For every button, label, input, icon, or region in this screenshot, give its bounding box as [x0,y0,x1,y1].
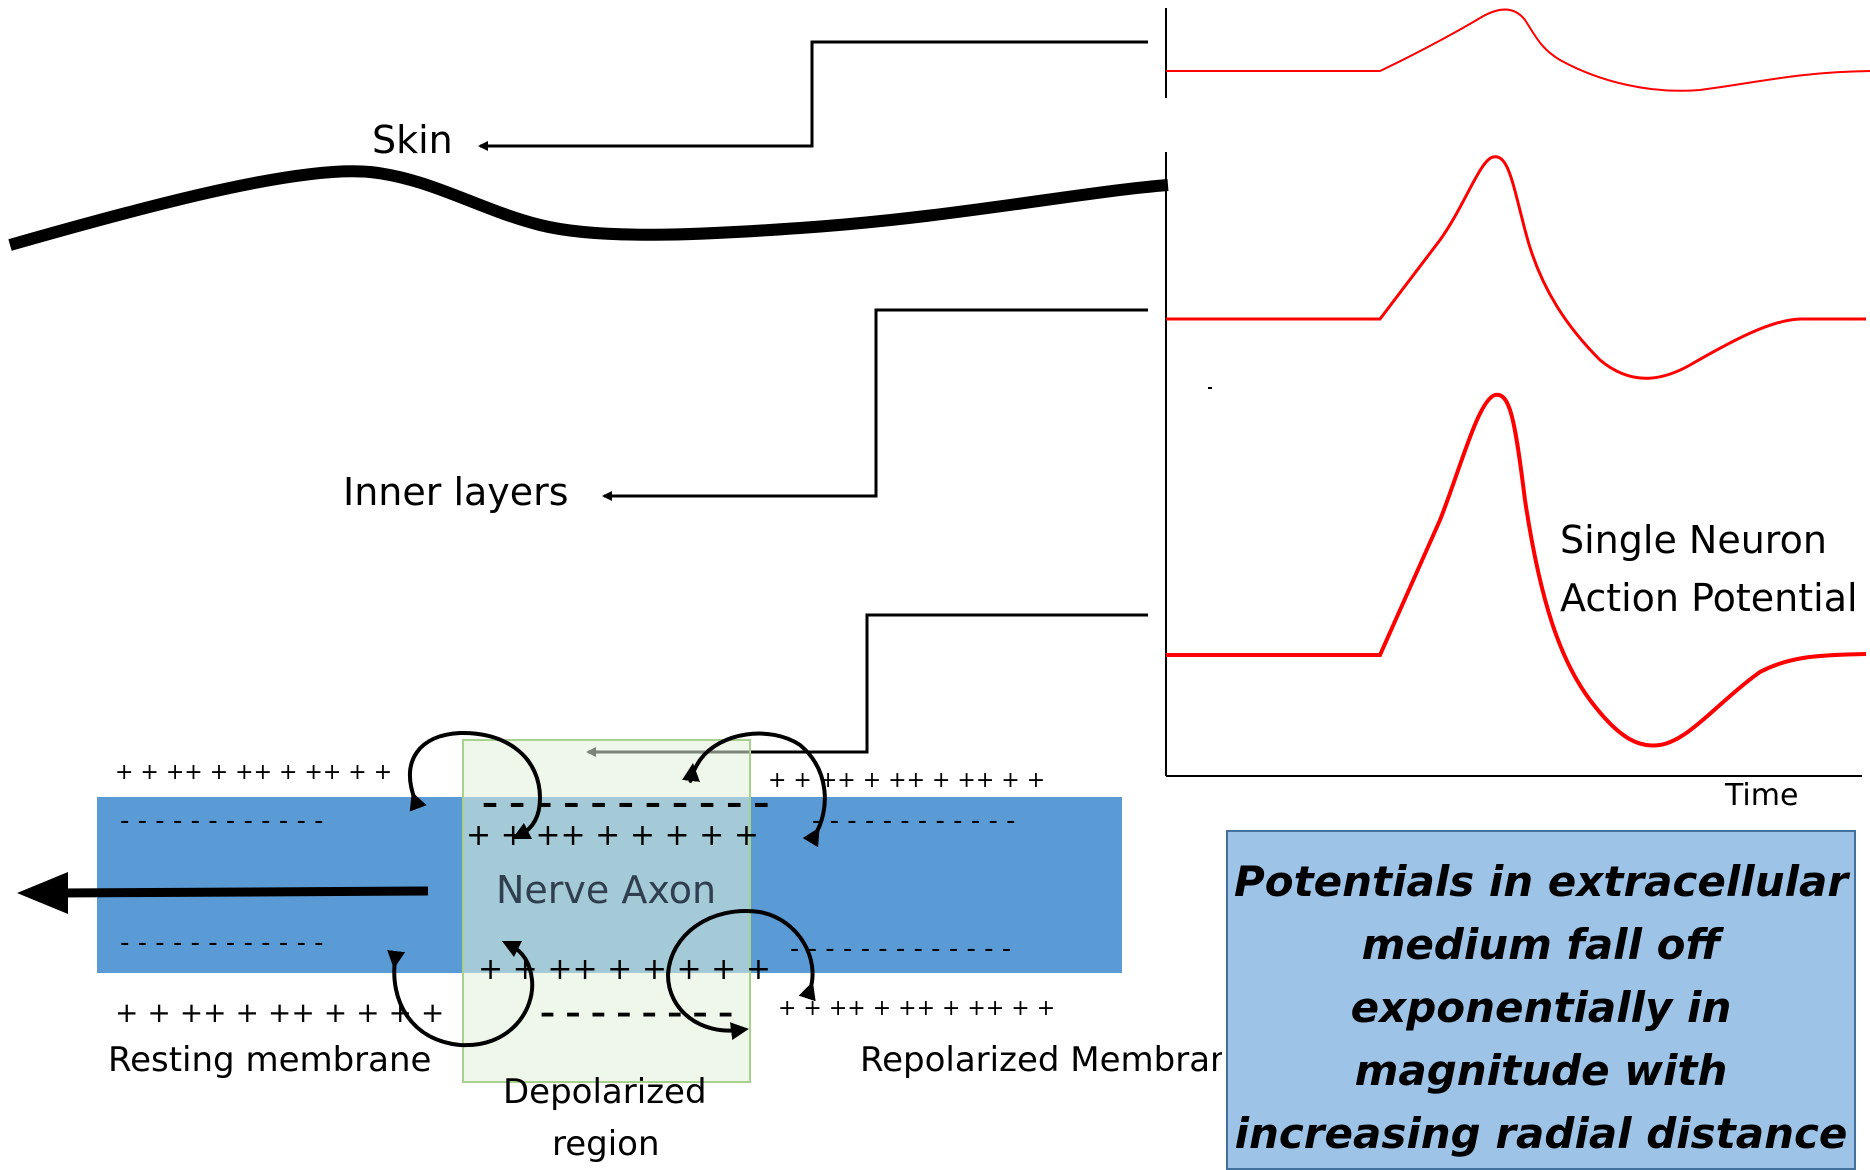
charges-top-outer-left: + + ++ + ++ + ++ + + [115,760,393,785]
repolarized-membrane-label: Repolarized Membrane [860,1040,1222,1080]
waveform-skin [1166,8,1870,92]
skin-surface [8,165,1169,251]
negative-depolarized-top: – – – – – – – – – – – [482,784,770,822]
negative-depolarized-bottom: – – – – – – – – [540,996,734,1031]
propagation-arrow-shaft [59,886,429,898]
propagation-arrow-head [17,872,68,914]
waveform-deep [1166,392,1867,748]
time-axis-label: Time [1725,778,1799,813]
info-box-text: Potentials in extracellular medium fall … [1233,857,1849,1158]
skin-label: Skin [372,118,453,162]
current-loop-bottom-left [387,940,535,1048]
current-loop-top-left [408,730,543,840]
charges-bottom-outer-right: + + ++ + ++ + ++ + + [778,996,1056,1021]
waveform-inner [1166,155,1866,380]
charges-depolarized-bottom-inner: + + ++ + + + + + [478,952,771,987]
charges-bottom-outer-left: + + ++ + ++ + + + + [115,996,445,1029]
skin-connector [478,40,1148,151]
inner-connector [602,308,1148,501]
single-neuron-label-line1: Single Neuron [1560,518,1827,562]
negative-top-left: - - - - - - - - - - - - [120,806,324,836]
single-neuron-label-line2: Action Potential [1560,576,1858,620]
depolarized-label-line2: region [552,1124,660,1164]
resting-membrane-label: Resting membrane [108,1040,432,1080]
negative-bottom-right: - - - - - - - - - - - - - [790,934,1012,964]
depolarized-label-line1: Depolarized [503,1072,707,1112]
info-box: Potentials in extracellular medium fall … [1226,830,1856,1170]
axon-connector [586,613,1148,757]
negative-top-right: - - - - - - - - - - - - [812,806,1016,836]
current-loop-bottom-right [665,909,816,1041]
charges-depolarized-top-inner: + + ++ + + + + + [466,818,759,853]
nerve-axon-label: Nerve Axon [496,868,717,912]
current-loop-top-right [682,731,827,848]
negative-bottom-left: - - - - - - - - - - - - [120,928,324,958]
inner-layers-label: Inner layers [343,470,569,514]
charges-top-outer-right: + + ++ + ++ + ++ + + [768,768,1046,793]
